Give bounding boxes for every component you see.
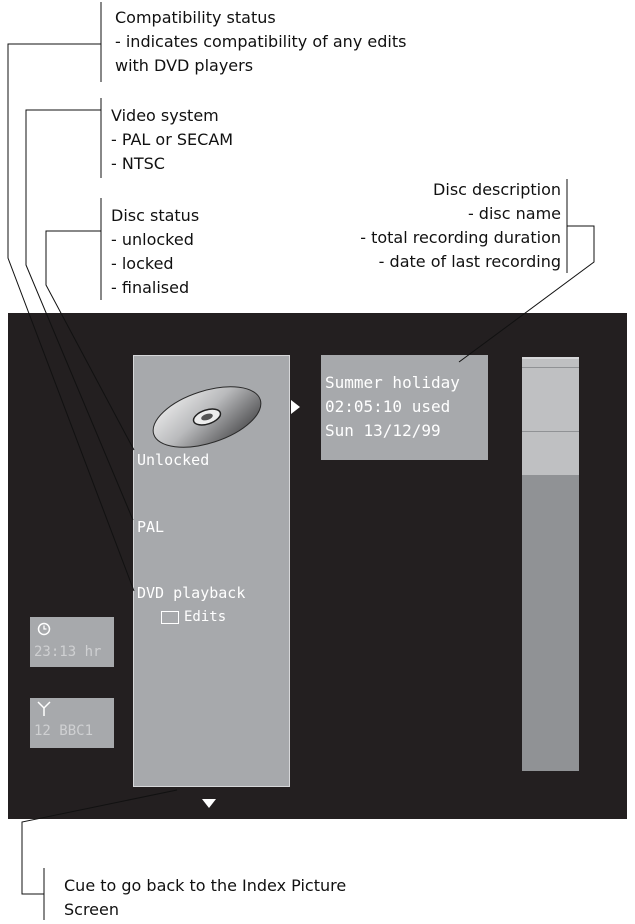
disc-desc-line3: - date of last recording [378, 252, 561, 271]
recording-duration: 02:05:10 used [325, 397, 451, 416]
video-line2: - NTSC [111, 154, 165, 173]
edits-row[interactable]: Edits [161, 607, 226, 627]
disc-desc-title: Disc description [433, 180, 561, 199]
cue-line2: Screen [64, 900, 120, 919]
disc-icon [152, 386, 262, 448]
disc-status-line1: - unlocked [111, 230, 194, 249]
cue-line1: Cue to go back to the Index Picture [64, 876, 347, 895]
channel-box: 12 BBC1 [30, 698, 114, 748]
disc-description-panel[interactable]: Summer holiday 02:05:10 used Sun 13/12/9… [321, 355, 488, 460]
video-system-value: PAL [137, 518, 165, 536]
compat-line1: - indicates compatibility of any edits [115, 32, 407, 51]
disc-status-line2: - locked [111, 254, 174, 273]
right-arrow-icon [291, 400, 300, 414]
disc-desc-line2: - total recording duration [360, 228, 561, 247]
down-arrow-icon[interactable] [201, 798, 217, 810]
compat-line2: with DVD players [115, 56, 254, 75]
clock-icon [37, 622, 51, 636]
antenna-icon [37, 701, 51, 716]
compatibility-status-annotation: Compatibility status - indicates compati… [115, 6, 406, 78]
video-line1: - PAL or SECAM [111, 130, 234, 149]
disc-description-annotation: Disc description - disc name - total rec… [360, 178, 561, 274]
video-title: Video system [111, 106, 219, 125]
last-recording-date: Sun 13/12/99 [325, 421, 441, 440]
disc-info-panel[interactable]: Unlocked PAL DVD playback Edits [133, 355, 290, 787]
video-system-annotation: Video system - PAL or SECAM - NTSC [111, 104, 233, 176]
disc-desc-line1: - disc name [467, 204, 561, 223]
compat-title: Compatibility status [115, 8, 276, 27]
clock-time: 23:13 hr [34, 644, 102, 660]
edits-label: Edits [184, 609, 227, 625]
clock-box: 23:13 hr [30, 617, 114, 667]
disc-status-title: Disc status [111, 206, 200, 225]
disc-status-value: Unlocked [137, 451, 210, 469]
dvd-screen: Unlocked PAL DVD playback Edits Summer h… [8, 313, 627, 819]
scrollbar-divider [522, 431, 579, 432]
disc-name: Summer holiday [325, 373, 460, 392]
disc-status-annotation: Disc status - unlocked - locked - finali… [111, 204, 199, 300]
disc-status-line3: - finalised [111, 278, 190, 297]
channel-value: 12 BBC1 [34, 723, 94, 739]
scrollbar-divider [522, 367, 579, 368]
checkbox-icon[interactable] [161, 610, 179, 624]
scrollbar-thumb[interactable] [522, 357, 579, 475]
dvd-playback-label: DVD playback [137, 584, 246, 602]
cue-annotation: Cue to go back to the Index Picture Scre… [64, 874, 346, 922]
